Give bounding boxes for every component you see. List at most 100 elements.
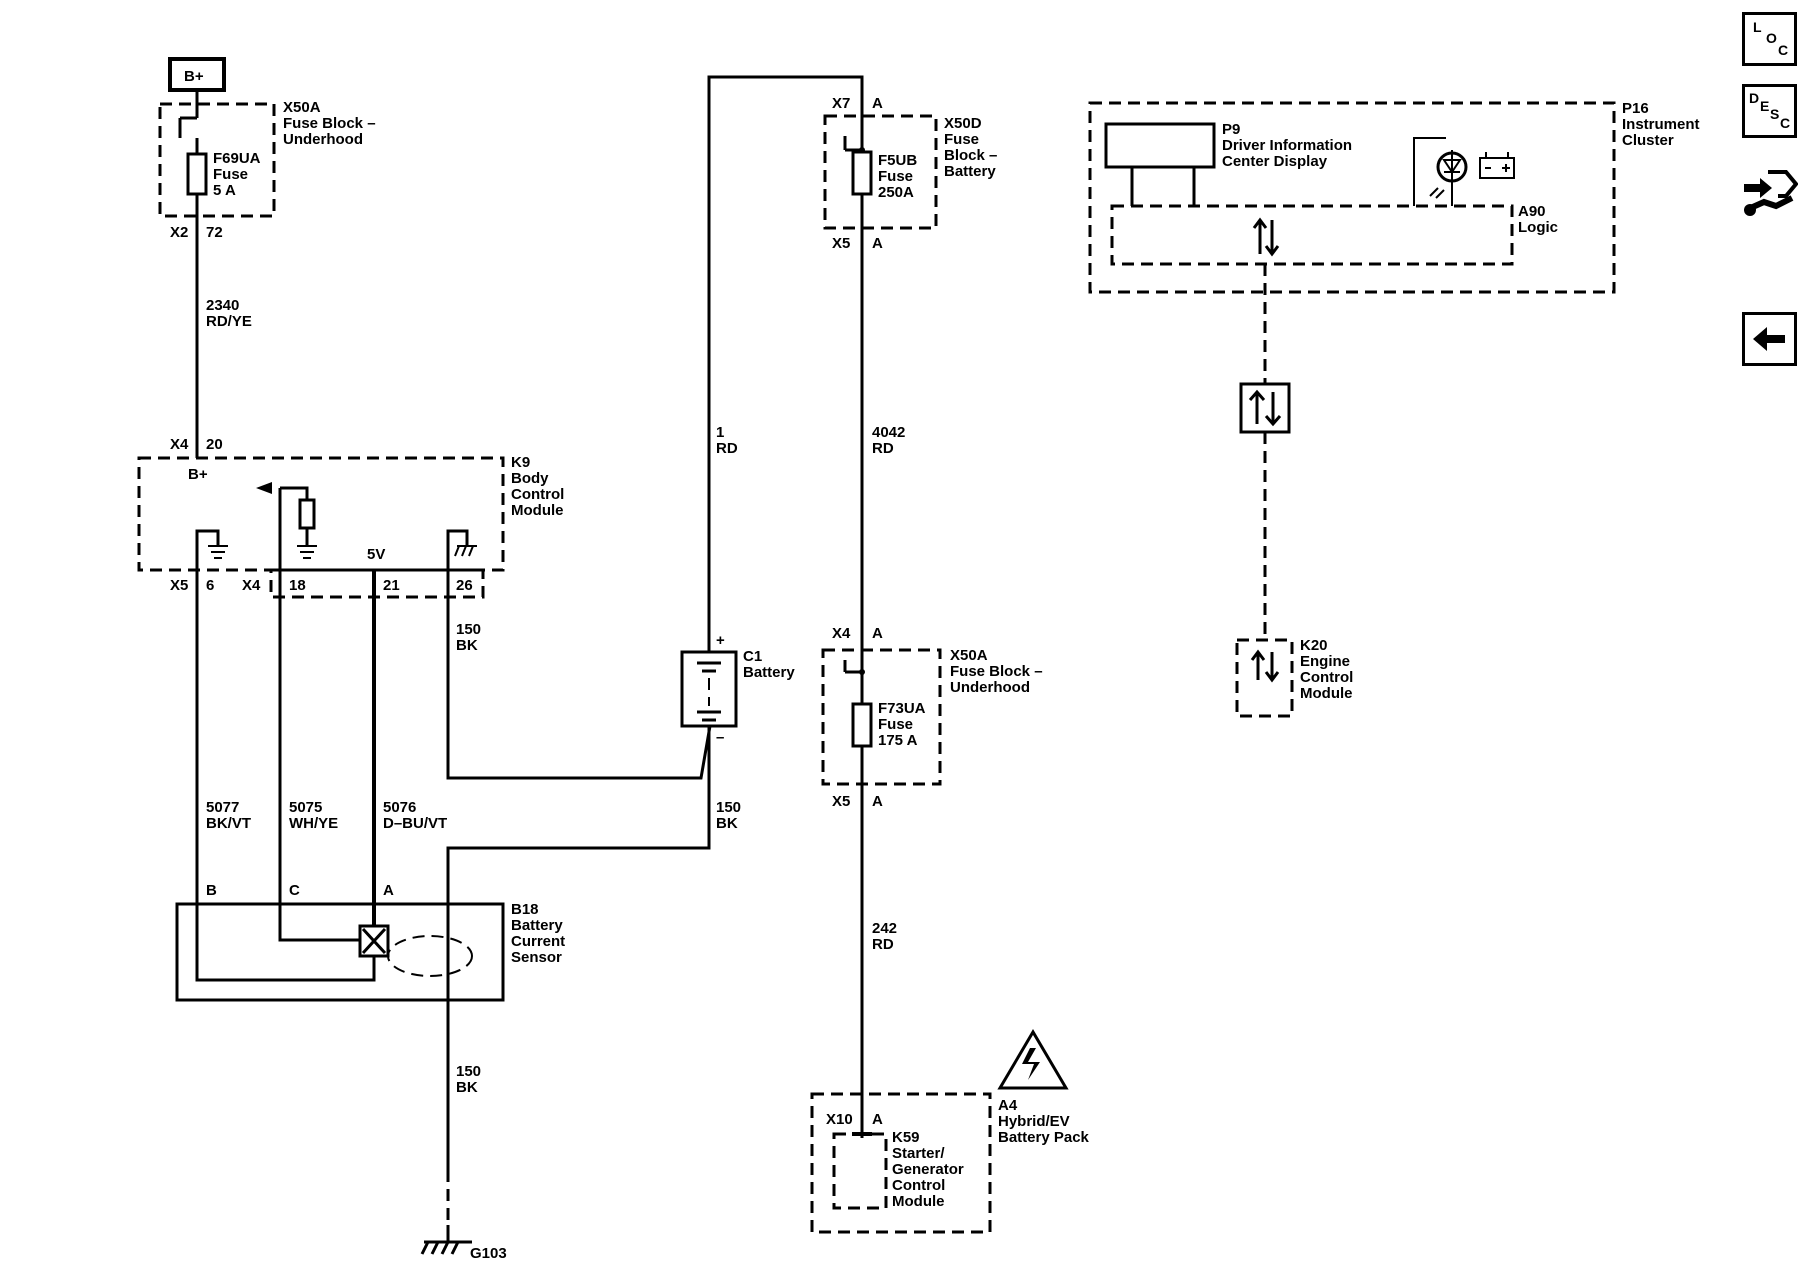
fuse-rating-label: 175 A [878,732,918,749]
serial-data-splice-icon [1239,382,1291,434]
connector-label: X4 [242,577,261,594]
pin-label: A [872,95,883,112]
connector-label: X4 [832,625,851,642]
k20-ref: K20 [1300,637,1328,654]
wire-1-circuit: 1 [716,424,724,441]
g103-ground-symbol [420,1240,472,1255]
battery-telltale-icon [1479,157,1515,179]
p16-name-line2: Cluster [1622,132,1674,149]
wire-150-color: BK [456,637,478,654]
b18-outline [175,902,505,1002]
wire-5076-color: D–BU/VT [383,815,447,832]
k59-name-line2: Generator [892,1161,964,1178]
fuse-word-label: Fuse [878,168,913,185]
k9-body-control-module: X4 20 B+ K9 Body Control Module 5V X5 6 … [137,436,564,599]
description-button[interactable]: D E S C [1742,84,1797,138]
x50d-name-line2: Block – [944,147,997,164]
k59-ref: K59 [892,1129,920,1146]
connector-label: X5 [170,577,188,594]
pin-label: 20 [206,436,223,453]
resistor-symbol [298,498,316,530]
pin-label: A [383,882,394,899]
b18-name-line3: Sensor [511,949,562,966]
connector-repair-button[interactable] [1742,162,1799,222]
back-button[interactable] [1742,312,1797,366]
wire-150-circuit: 150 [456,621,481,638]
desc-letter-e: E [1760,98,1770,114]
x50a-mid-name-line2: Underhood [950,679,1030,696]
high-voltage-warning-icon [997,1029,1069,1090]
k9-x4-connector-outline [269,568,485,599]
x50d-name-line3: Battery [944,163,996,180]
a4-ref: A4 [998,1097,1018,1114]
pin-label: A [872,235,883,252]
desc-letter-s: S [1770,106,1780,122]
x50a-mid-ref: X50A [950,647,988,664]
a90-name: Logic [1518,219,1558,236]
ground-symbol [208,545,228,559]
b18-name-line1: Battery [511,917,563,934]
wire-5075-color: WH/YE [289,815,338,832]
k9-bplus-label: B+ [188,466,208,483]
g103-label: G103 [470,1245,507,1262]
b18-ref: B18 [511,901,539,918]
fuse-f69ua-symbol [186,152,208,196]
current-loop-symbol [387,935,473,977]
connector-label: X2 [170,224,188,241]
wire-5077-circuit: 5077 [206,799,239,816]
k9-5v-label: 5V [367,546,385,563]
k9-name-line3: Module [511,502,564,519]
desc-letter-d: D [1749,90,1760,106]
wire-242-color: RD [872,936,894,953]
ground-symbol [297,545,317,559]
wire-5077-color: BK/VT [206,815,251,832]
c1-name: Battery [743,664,795,681]
b-plus-label: B+ [184,68,204,85]
k20-engine-control-module: K20 Engine Control Module [1235,637,1353,718]
wire-4042-color: RD [872,440,894,457]
location-button[interactable]: L O C [1742,12,1797,66]
fuse-f73ua-label: F73UA [878,700,926,717]
loc-letter-l: L [1753,19,1762,35]
pin-label: 26 [456,577,473,594]
loc-letter-o: O [1766,30,1777,46]
p9-name-line1: Driver Information [1222,137,1352,154]
a4-name-line2: Battery Pack [998,1129,1090,1146]
k9-ref: K9 [511,454,530,471]
b18-battery-current-sensor: B C A B18 Battery Current Sensor [175,882,565,1002]
connector-label: X7 [832,95,850,112]
x50a-mid-name-line1: Fuse Block – [950,663,1043,680]
fuse-word-label: Fuse [213,166,248,183]
chassis-ground-symbol [454,545,477,557]
x50a-mid-outline [821,648,942,786]
k20-outline [1235,638,1294,718]
x50a-ref: X50A [283,99,321,116]
p9-ref: P9 [1222,121,1240,138]
c1-ref: C1 [743,648,762,665]
p9-display-symbol [1104,122,1216,169]
p16-instrument-cluster: P16 Instrument Cluster P9 Driver Informa… [1088,100,1700,294]
k20-name-line3: Module [1300,685,1353,702]
x50a-top-outline [158,102,276,218]
fuse-f69ua-label: F69UA [213,150,261,167]
serial-data-icon [1250,649,1280,683]
b18-name-line2: Current [511,933,565,950]
wire-1-color: RD [716,440,738,457]
connector-label: X10 [826,1111,853,1128]
wire-2340-color: RD/YE [206,313,252,330]
x50a-name-line1: Fuse Block – [283,115,376,132]
k59-name-line3: Control [892,1177,945,1194]
wire-242-circuit: 242 [872,920,897,937]
back-arrow-icon [1753,327,1785,351]
wire-4042-circuit: 4042 [872,424,905,441]
wire-150-gnd-color: BK [456,1079,478,1096]
k20-name-line1: Engine [1300,653,1350,670]
wire-5076-circuit: 5076 [383,799,416,816]
loc-letter-c: C [1778,42,1789,58]
pin-label: B [206,882,217,899]
desc-letter-c: C [1780,115,1791,131]
pin-label: C [289,882,300,899]
k59-name-line4: Module [892,1193,945,1210]
k9-name-line2: Control [511,486,564,503]
connector-wrench-icon [1744,170,1799,216]
